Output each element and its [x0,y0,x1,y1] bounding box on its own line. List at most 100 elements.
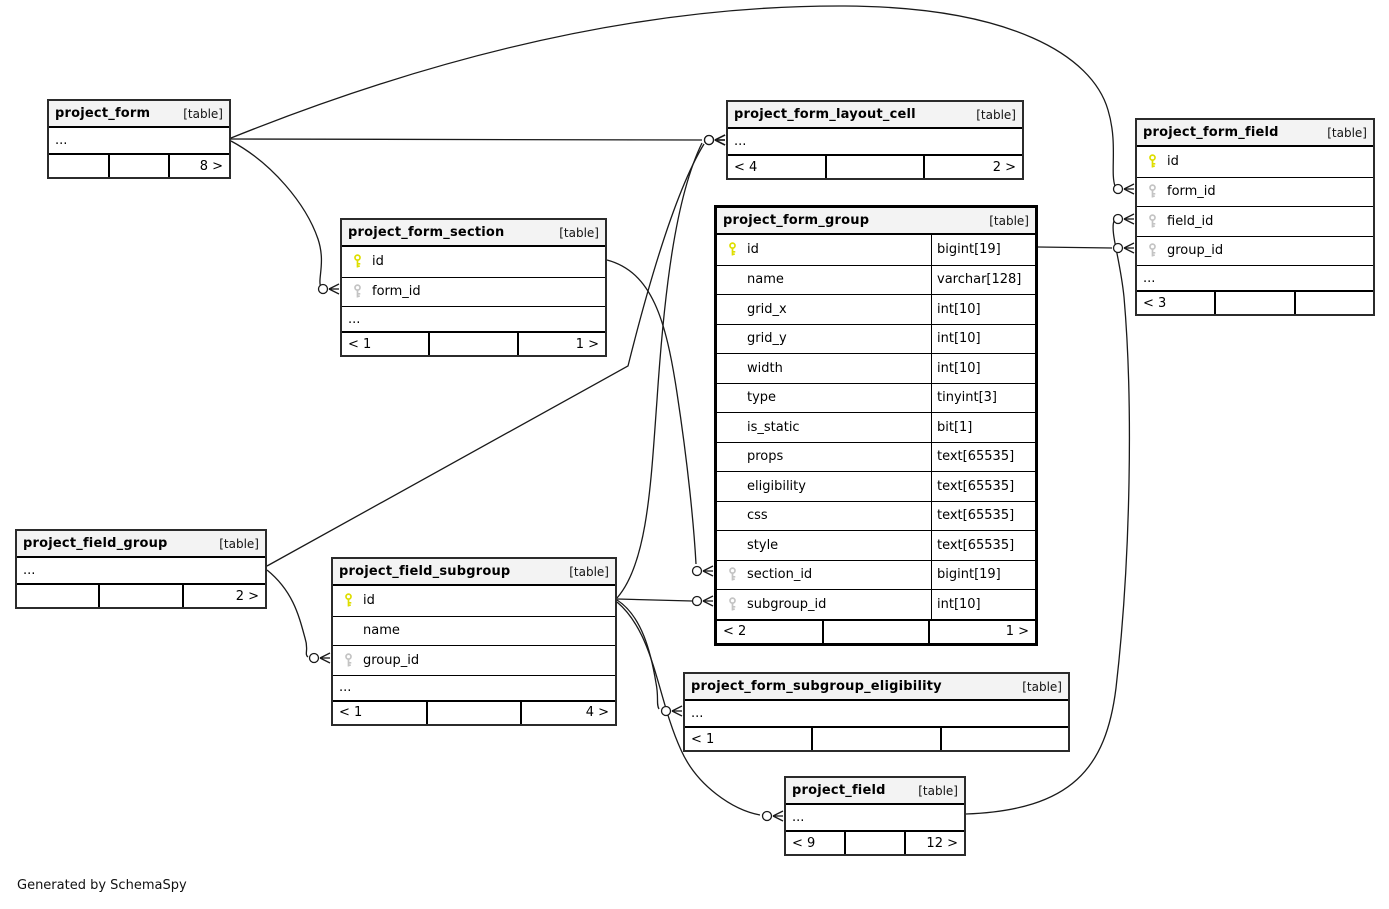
table-footer: < 1 4 > [333,699,615,724]
footer-children-count: 2 > [181,585,265,607]
foreign-key-icon [333,652,363,668]
column-name: id [363,593,375,609]
table-name[interactable]: project_form_subgroup_eligibility [691,679,942,694]
relationship-edge-project_form_section.id-to-project_form_group.section_id [606,259,697,565]
table-header: project_form_section [table] [342,220,605,247]
column-type: int[10] [931,354,1035,383]
footer-parents-count: < 1 [339,705,363,720]
column-row-field_id: field_id [1137,206,1373,236]
crowfoot-connector [1112,242,1135,254]
column-name: name [363,623,400,639]
footer-parents-count [17,585,98,607]
footer-children-count: 1 > [516,333,605,355]
footer-parents-count: < 2 [723,624,747,639]
footer-children-count [939,728,1068,750]
column-type: int[10] [931,295,1035,324]
column-row-eligibility: eligibility text[65535] [717,471,1035,501]
table-tag: [table] [569,564,609,579]
primary-key-icon [342,254,372,269]
column-row-group_id: group_id [1137,235,1373,266]
table-tag: [table] [219,536,259,551]
footer-parents-count: < 1 [348,336,372,352]
footer-spacer-cell [844,832,904,854]
footer-children-count: 2 > [923,156,1022,178]
footer-parents-count: < 3 [1143,295,1167,311]
relationship-edge-project_form-to-project_form_field.form_id [230,5,1116,187]
column-name: grid_x [747,301,787,317]
footer-spacer-cell [1214,292,1293,314]
column-row-id: id [342,247,605,277]
foreign-key-icon [1137,213,1167,229]
table-tag: [table] [918,783,958,798]
foreign-key-icon [717,596,747,612]
ellipsis-row: ... [1137,265,1373,290]
table-name[interactable]: project_field [792,783,886,798]
table-name[interactable]: project_form_group [723,213,870,228]
footer-children-count: 12 > [904,832,964,854]
crowfoot-connector [308,652,331,664]
column-name: name [747,272,784,288]
column-row-form_id: form_id [1137,176,1373,207]
ellipsis-row: ... [691,706,704,721]
column-row-grid_x: grid_x int[10] [717,294,1035,324]
table-name[interactable]: project_field_subgroup [339,564,511,579]
table-tag: [table] [1327,125,1367,140]
table-project_field: project_field [table]... < 9 12 > [784,776,966,856]
column-name: props [747,449,784,465]
column-name: subgroup_id [747,596,827,612]
footer-spacer-cell [811,728,939,750]
column-type: bigint[19] [931,235,1035,265]
crowfoot-connector [703,134,726,146]
table-name[interactable]: project_field_group [23,536,168,551]
table-header: project_field [table] [786,778,964,805]
column-type: text[65535] [931,531,1035,560]
relationship-edge-project_form-to-project_form_section.form_id [230,140,323,288]
relationship-edge-project_field_group-to-project_field_subgroup.group_id [266,569,309,658]
ellipsis-row: ... [792,810,805,825]
table-tag: [table] [559,225,599,240]
column-name: field_id [1167,213,1214,229]
table-name[interactable]: project_form_field [1143,125,1279,140]
column-name: section_id [747,567,813,583]
relationship-edge-project_field_subgroup.id-to-project_form_group.subgroup_id [616,598,693,602]
column-name: is_static [747,419,800,435]
primary-key-icon [1137,154,1167,169]
footer-children-count [1293,292,1373,314]
table-tag: [table] [976,107,1016,122]
footer-parents-count: < 1 [691,731,715,747]
table-footer: < 1 1 > [342,331,605,355]
footer-spacer-cell [428,333,516,355]
relationship-edge-project_form_group.id-to-project_form_field.group_id [1037,246,1113,249]
footer-parents-count: < 9 [792,835,816,851]
table-name[interactable]: project_form_layout_cell [734,107,916,122]
crowfoot-connector [1112,183,1135,195]
column-name: grid_y [747,331,787,347]
table-name[interactable]: project_form [55,106,151,121]
table-footer: < 9 12 > [786,830,964,854]
relationship-edge-project_form-to-project_form_layout_cell [230,138,703,141]
column-name: form_id [1167,184,1216,200]
column-row-name: name [333,615,615,646]
column-type: text[65535] [931,472,1035,501]
ellipsis-row: ... [23,563,36,578]
footer-children-count: 4 > [520,701,615,724]
generated-by-note: Generated by SchemaSpy [17,878,187,893]
crowfoot-connector [691,595,714,607]
column-type: int[10] [931,590,1035,619]
relationship-edge-project_field-to-project_form_field.field_id [965,220,1131,815]
column-type: tinyint[3] [931,383,1035,412]
table-name[interactable]: project_form_section [348,225,505,240]
column-name: eligibility [747,478,806,494]
ellipsis-row: ... [734,134,747,149]
ellipsis-row: ... [55,133,68,148]
footer-children-count: 1 > [928,620,1035,643]
ellipsis-row: ... [333,674,615,700]
